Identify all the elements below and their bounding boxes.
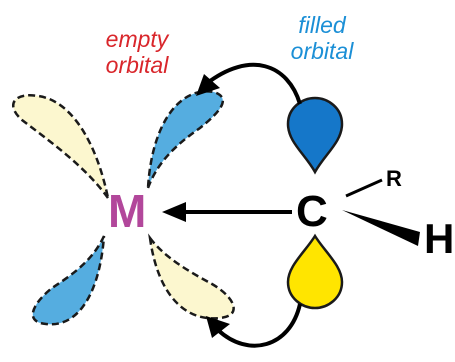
curved-arrow-top (204, 62, 302, 105)
bond-arrow-head (162, 202, 186, 222)
curved-arrow-bottom (216, 303, 302, 348)
filled-orbital-line-1: filled (298, 12, 346, 38)
m-orbital-upper-left (12, 94, 110, 199)
empty-orbital-label: empty orbital (82, 26, 192, 78)
m-orbital-lower-left (31, 235, 106, 326)
r-substituent-label: R (386, 166, 402, 191)
empty-orbital-line-2: orbital (105, 52, 169, 78)
m-orbital-upper-right (146, 90, 224, 189)
c-r-bond (345, 178, 383, 198)
filled-orbital-line-2: orbital (290, 38, 354, 64)
h-substituent-label: H (424, 215, 455, 262)
carbon-atom-label: C (296, 187, 328, 236)
c-orbital-lower (286, 233, 344, 310)
metal-atom-label: M (108, 185, 147, 237)
c-orbital-upper (286, 96, 344, 175)
filled-orbital-label: filled orbital (272, 12, 372, 64)
empty-orbital-line-1: empty (105, 26, 169, 52)
c-h-wedge-bond (342, 210, 420, 246)
curved-arrow-bottom-head (206, 316, 230, 338)
curved-arrow-top-head (196, 74, 220, 96)
m-orbital-lower-right (148, 233, 235, 320)
